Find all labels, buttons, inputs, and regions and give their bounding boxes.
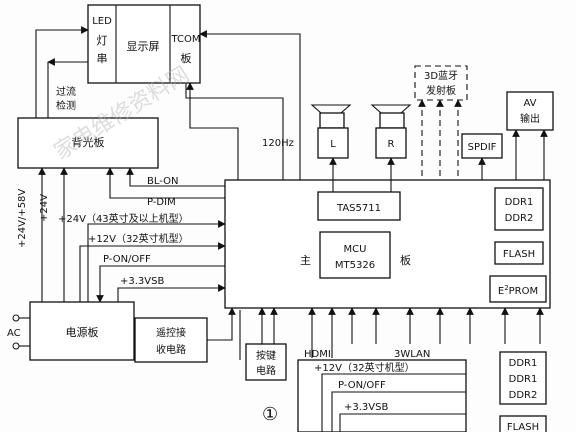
main-board-label-left: 主 xyxy=(300,254,311,267)
led-string-label-3: 串 xyxy=(97,52,108,65)
main-board: 主 板 MCU MT5326 TAS5711 DDR1 DDR2 FLASH E… xyxy=(224,179,551,309)
speaker-l-label: L xyxy=(330,139,336,150)
remote-label-1: 遥控接 xyxy=(156,326,186,339)
spdif-label: SPDIF xyxy=(468,142,497,153)
signal-24v-58v: +24V/+58V xyxy=(17,189,28,248)
tas5711-label: TAS5711 xyxy=(336,203,381,214)
panel-group: LED 灯 串 显示屏 TCOM 板 xyxy=(87,4,201,84)
lower-flash-label: FLASH xyxy=(507,422,539,432)
lower-ddr-label-1: DDR1 xyxy=(509,358,538,369)
power-board-label: 电源板 xyxy=(66,325,99,339)
remote-label-2: 收电路 xyxy=(156,343,186,356)
av-label-1: AV xyxy=(523,98,536,109)
lower-signal-3v3: +3.3VSB xyxy=(344,402,388,413)
lower-ddr-label-3: DDR2 xyxy=(509,390,538,401)
backlight-board: 背光板 过流 检测 xyxy=(17,85,159,169)
keypad-label-1: 按键 xyxy=(256,349,276,362)
signal-3v3-sb: +3.3VSB xyxy=(120,276,164,287)
speaker-right: R xyxy=(370,104,412,159)
ddr-label-1: DDR1 xyxy=(505,197,534,208)
spdif-box: SPDIF xyxy=(461,133,503,159)
remote-receiver: 遥控接 收电路 xyxy=(134,317,208,363)
signal-12v-32: +12V（32英寸机型） xyxy=(88,232,189,245)
power-board: 电源板 xyxy=(29,301,135,361)
overcurrent-label-1: 过流 xyxy=(56,85,76,98)
tas5711-box xyxy=(317,191,401,221)
tcon-label-2: 板 xyxy=(181,51,192,65)
backlight-label: 背光板 xyxy=(72,135,105,149)
lower-signal-p-on: P-ON/OFF xyxy=(338,380,386,391)
lower-diagram: HDMI 3WLAN +12V（32英寸机型） P-ON/OFF +3.3VSB… xyxy=(297,349,547,432)
mcu-label-1: MCU xyxy=(344,244,367,255)
signal-24v: +24V xyxy=(39,194,50,222)
mcu-label-2: MT5326 xyxy=(335,260,375,271)
eprom-label: E2PROM xyxy=(498,284,538,297)
lower-ddr-box xyxy=(499,351,547,405)
bt-label-1: 3D蓝牙 xyxy=(424,70,458,82)
signal-bl-on: BL-ON xyxy=(147,176,179,187)
av-output: AV 输出 xyxy=(506,91,554,131)
display-label: 显示屏 xyxy=(127,40,160,53)
overcurrent-label-2: 检测 xyxy=(56,99,76,112)
signal-p-on-off: P-ON/OFF xyxy=(103,254,151,265)
signal-24v-43: +24V（43英寸及以上机型） xyxy=(58,212,189,225)
ddr-box xyxy=(494,187,544,231)
mcu-box xyxy=(319,231,391,279)
signal-120hz: 120Hz xyxy=(262,138,294,149)
signal-p-dim: P-DIM xyxy=(147,197,176,208)
flash-label: FLASH xyxy=(503,249,535,260)
keypad-circuit: 按键 电路 xyxy=(245,343,287,381)
lower-signal-12v: +12V（32英寸机型） xyxy=(314,361,415,374)
lower-ddr-label-2: DDR1 xyxy=(509,374,538,385)
av-label-2: 输出 xyxy=(520,112,540,125)
bt-label-2: 发射板 xyxy=(426,84,456,97)
circled-number: ① xyxy=(262,404,278,425)
bt-module: 3D蓝牙 发射板 xyxy=(414,65,468,101)
led-string-label-1: LED xyxy=(92,16,112,27)
main-board-label-right: 板 xyxy=(400,253,411,267)
flash-box xyxy=(494,241,544,265)
led-string-label-2: 灯 xyxy=(97,34,108,47)
lower-flash-box xyxy=(499,415,547,432)
panel-frame xyxy=(87,4,201,84)
tcon-label-1: TCOM xyxy=(170,34,200,45)
speaker-r-label: R xyxy=(388,139,395,150)
keypad-label-2: 电路 xyxy=(256,364,276,377)
ac-label: AC xyxy=(7,328,21,339)
ddr-label-2: DDR2 xyxy=(505,213,534,224)
speaker-left: L xyxy=(310,104,352,159)
eprom-box xyxy=(489,275,547,303)
lower-label-hdmi: HDMI xyxy=(304,349,331,360)
lower-label-wlan: 3WLAN xyxy=(394,349,430,360)
